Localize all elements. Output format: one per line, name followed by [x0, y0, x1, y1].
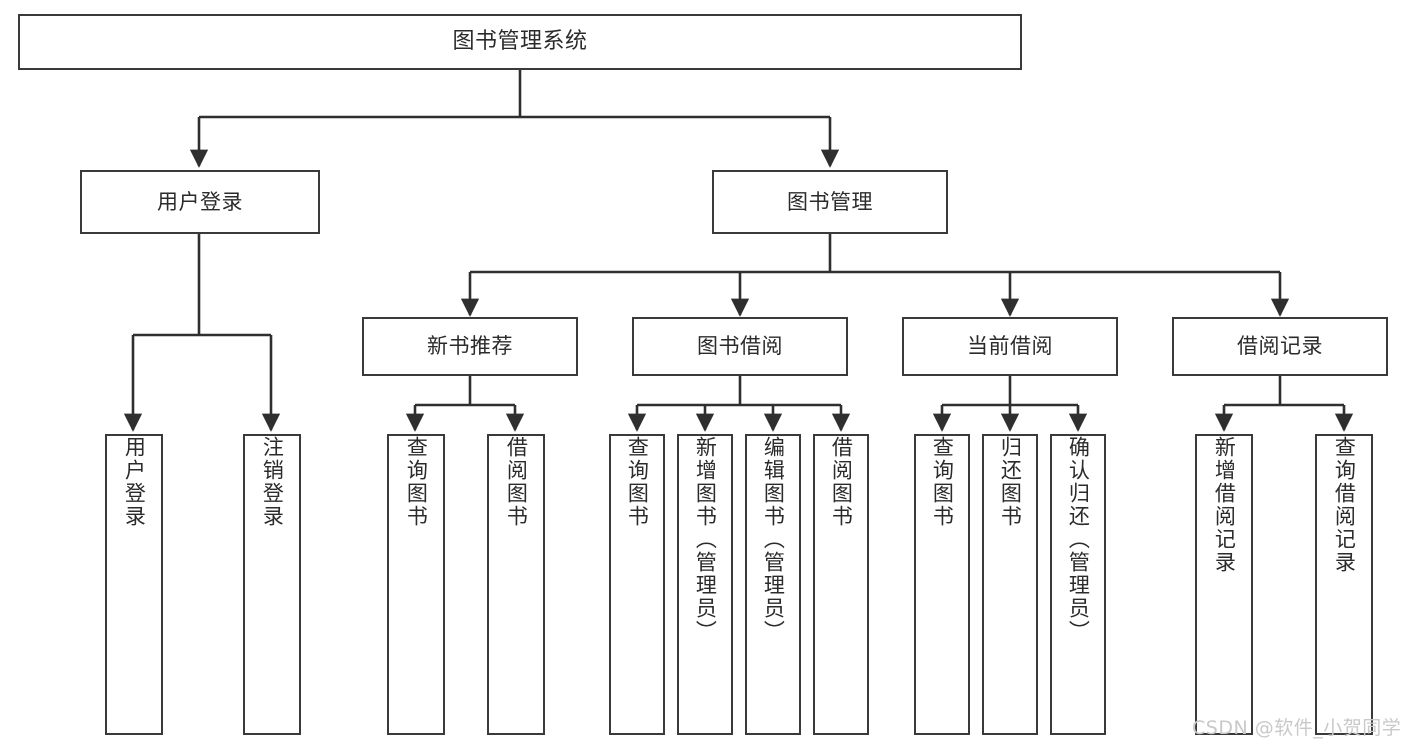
node-current-borrow-label: 当前借阅 [967, 334, 1053, 358]
node-book-borrow-label: 图书借阅 [697, 334, 783, 358]
leaf-new-book-borrow-label: 借阅图书 [504, 436, 529, 528]
node-borrow-records-label: 借阅记录 [1237, 334, 1323, 358]
leaf-current-confirm-return-admin[interactable]: 确认归还（管理员） [1050, 434, 1106, 735]
node-book-management-label: 图书管理 [787, 189, 873, 214]
node-book-management[interactable]: 图书管理 [712, 170, 948, 234]
node-user-login-label: 用户登录 [157, 189, 243, 214]
node-new-book-recommend-label: 新书推荐 [427, 334, 513, 358]
csdn-watermark: CSDN @软件_小贺同学 [1192, 713, 1401, 740]
leaf-borrow-edit-book-admin-label: 编辑图书（管理员） [761, 436, 786, 643]
leaf-borrow-borrow-book-label: 借阅图书 [829, 436, 854, 528]
node-book-borrow[interactable]: 图书借阅 [632, 317, 848, 376]
leaf-borrow-edit-book-admin[interactable]: 编辑图书（管理员） [745, 434, 801, 735]
leaf-records-query-record[interactable]: 查询借阅记录 [1315, 434, 1373, 735]
node-user-login[interactable]: 用户登录 [80, 170, 320, 234]
csdn-watermark-text: CSDN @软件_小贺同学 [1192, 717, 1402, 739]
leaf-borrow-query-book[interactable]: 查询图书 [609, 434, 665, 735]
leaf-records-add-record-label: 新增借阅记录 [1212, 436, 1237, 574]
leaf-current-confirm-return-admin-label: 确认归还（管理员） [1066, 436, 1091, 643]
node-borrow-records[interactable]: 借阅记录 [1172, 317, 1388, 376]
leaf-records-add-record[interactable]: 新增借阅记录 [1195, 434, 1253, 735]
leaf-user-login-signout[interactable]: 注销登录 [243, 434, 301, 735]
leaf-user-login-signin-label: 用户登录 [122, 436, 147, 528]
leaf-current-return-book-label: 归还图书 [998, 436, 1023, 528]
node-root-system-label: 图书管理系统 [452, 29, 588, 54]
node-current-borrow[interactable]: 当前借阅 [902, 317, 1118, 376]
leaf-current-return-book[interactable]: 归还图书 [982, 434, 1038, 735]
leaf-new-book-query-label: 查询图书 [404, 436, 429, 528]
leaf-current-query-book-label: 查询图书 [930, 436, 955, 528]
leaf-new-book-query[interactable]: 查询图书 [387, 434, 445, 735]
leaf-borrow-query-book-label: 查询图书 [625, 436, 650, 528]
leaf-borrow-add-book-admin[interactable]: 新增图书（管理员） [677, 434, 733, 735]
leaf-current-query-book[interactable]: 查询图书 [914, 434, 970, 735]
leaf-user-login-signout-label: 注销登录 [260, 436, 285, 528]
node-new-book-recommend[interactable]: 新书推荐 [362, 317, 578, 376]
leaf-borrow-add-book-admin-label: 新增图书（管理员） [693, 436, 718, 643]
node-root-system[interactable]: 图书管理系统 [18, 14, 1022, 70]
leaf-user-login-signin[interactable]: 用户登录 [105, 434, 163, 735]
leaf-new-book-borrow[interactable]: 借阅图书 [487, 434, 545, 735]
leaf-records-query-record-label: 查询借阅记录 [1332, 436, 1357, 574]
leaf-borrow-borrow-book[interactable]: 借阅图书 [813, 434, 869, 735]
